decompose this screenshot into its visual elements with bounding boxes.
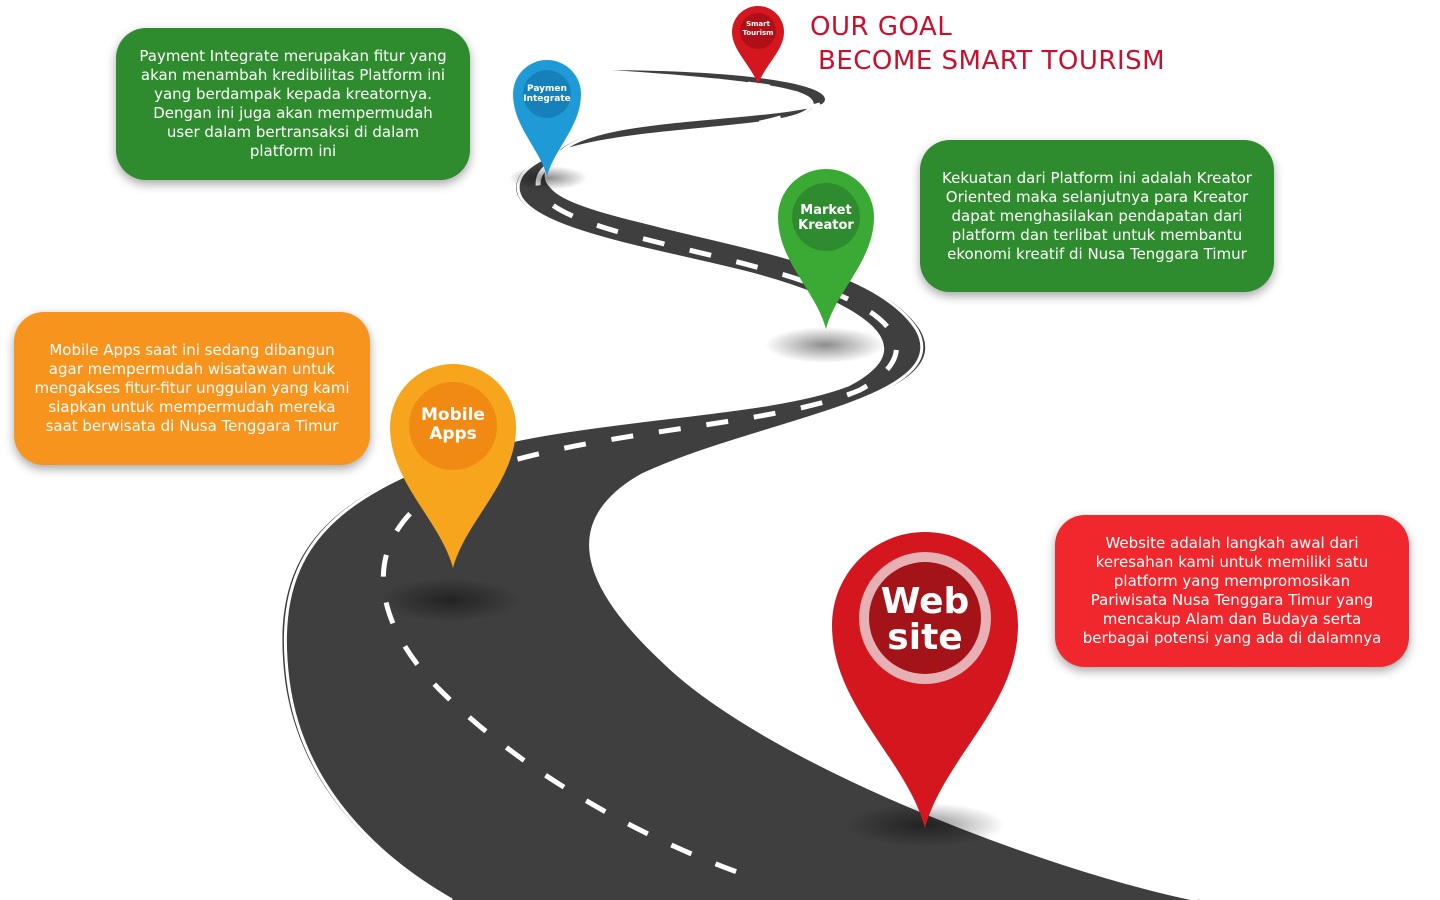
- mobile-apps-pin-label: Mobile Apps: [421, 405, 485, 444]
- map-pin-icon: [832, 532, 1018, 828]
- map-pin-icon: [390, 364, 516, 568]
- smart-tourism-pin: Smart Tourism: [728, 2, 788, 86]
- payment-integrate-pin: Paymen Integrate: [509, 56, 585, 178]
- website-pin-label: Web site: [880, 581, 970, 658]
- smart-tourism-pin-label: Smart Tourism: [742, 20, 774, 37]
- pin-shadow: [380, 578, 520, 622]
- mobile-apps-pin: Mobile Apps: [386, 360, 520, 570]
- payment-integrate-description: Payment Integrate merupakan fitur yang a…: [139, 47, 447, 160]
- map-pin-icon: [778, 169, 874, 329]
- road-edge-right: [546, 102, 1199, 900]
- payment-integrate-pin-label: Paymen Integrate: [523, 84, 571, 104]
- website-pin: Web site: [828, 528, 1022, 830]
- pin-shadow: [765, 327, 885, 363]
- payment-integrate-description-box: Payment Integrate merupakan fitur yang a…: [116, 28, 470, 180]
- market-kreator-pin: Market Kreator: [774, 165, 878, 331]
- mobile-apps-description: Mobile Apps saat ini sedang dibangun aga…: [34, 341, 350, 435]
- goal-title-line1: OUR GOAL: [810, 12, 953, 42]
- map-pin-icon: [513, 60, 581, 176]
- market-kreator-description-box: Kekuatan dari Platform ini adalah Kreato…: [920, 140, 1274, 292]
- road-center-dash: [380, 77, 899, 883]
- website-description-box: Website adalah langkah awal dari keresah…: [1055, 515, 1409, 667]
- market-kreator-pin-label: Market Kreator: [798, 203, 854, 233]
- goal-title-line2: BECOME SMART TOURISM: [818, 46, 1166, 76]
- website-description: Website adalah langkah awal dari keresah…: [1082, 534, 1382, 647]
- mobile-apps-description-box: Mobile Apps saat ini sedang dibangun aga…: [14, 312, 370, 465]
- pin-shadow: [508, 166, 588, 190]
- market-kreator-description: Kekuatan dari Platform ini adalah Kreato…: [942, 168, 1252, 263]
- road-asphalt: [282, 70, 1200, 900]
- map-pin-icon: [732, 6, 784, 84]
